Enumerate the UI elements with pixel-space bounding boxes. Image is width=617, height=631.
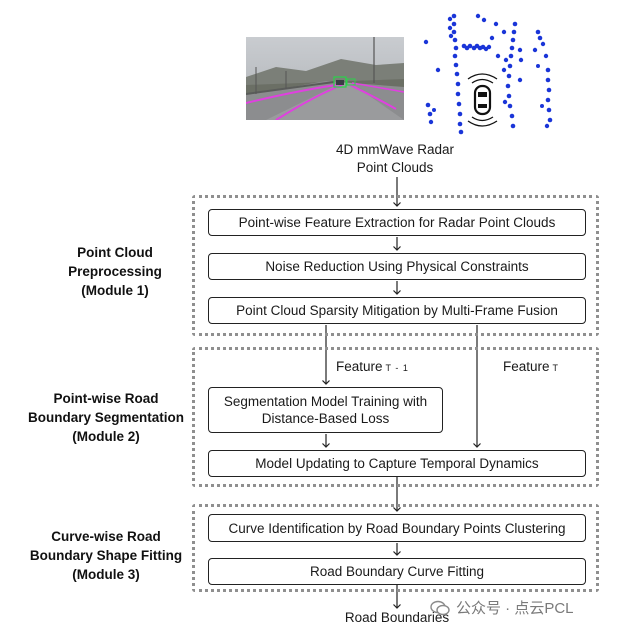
road-camera-image (246, 37, 404, 120)
input-label: 4D mmWave Radar Point Clouds (335, 142, 455, 175)
radar-car-icon (467, 73, 498, 127)
watermark: 公众号 · 点云PCL (430, 597, 574, 618)
module-1-container (192, 195, 599, 336)
module-3-label: Curve-wise Road Boundary Shape Fitting (… (29, 529, 183, 582)
module-2-label: Point-wise Road Boundary Segmentation (M… (27, 391, 184, 444)
output-label: Road Boundaries (344, 610, 450, 625)
step-model-updating: Model Updating to Capture Temporal Dynam… (208, 450, 586, 477)
step-segmentation-training: Segmentation Model Training with Distanc… (208, 387, 443, 433)
step-curve-fitting: Road Boundary Curve Fitting (208, 558, 586, 585)
step-sparsity-mitigation: Point Cloud Sparsity Mitigation by Multi… (208, 297, 586, 324)
module-2-container (192, 347, 599, 487)
module-1-label: Point Cloud Preprocessing (Module 1) (68, 245, 162, 298)
step-feature-extraction: Point-wise Feature Extraction for Radar … (208, 209, 586, 236)
step-curve-identification: Curve Identification by Road Boundary Po… (208, 514, 586, 542)
wechat-icon (430, 600, 450, 615)
radar-point-cloud (423, 13, 553, 135)
module-3-container (192, 504, 599, 592)
step-noise-reduction: Noise Reduction Using Physical Constrain… (208, 253, 586, 280)
